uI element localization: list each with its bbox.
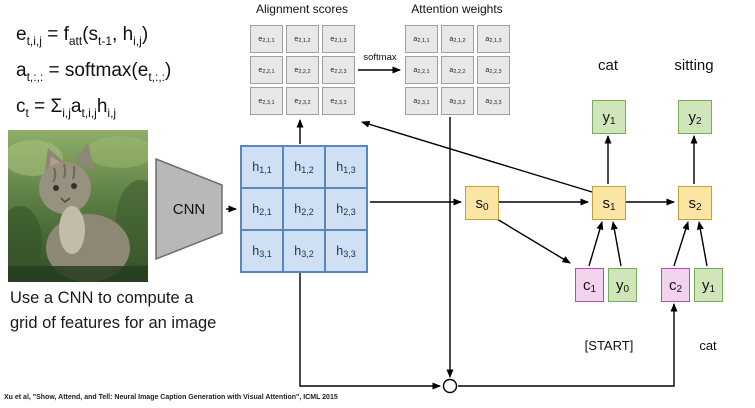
output-y2-label: y (688, 108, 696, 126)
input-word-2-label: cat (699, 338, 717, 353)
cnn-trapezoid (155, 157, 223, 261)
citation-text: Xu et al, "Show, Attend, and Tell: Neura… (4, 394, 338, 401)
input-y0-label: y (615, 276, 624, 294)
arrow-y0-to-s1 (610, 221, 622, 267)
start-token-label: [START] (584, 338, 634, 353)
arrow-s1-to-alignment (361, 120, 593, 193)
context-c1-label: c (582, 276, 591, 294)
equation-context: ct = Σi,jat,i,jhi,j (16, 95, 117, 120)
input-y1-label: y (701, 276, 710, 294)
state-s2-label: s (688, 194, 696, 212)
arrow-y1in-to-s2 (696, 221, 708, 267)
weighted-sum-node (442, 378, 458, 394)
equation-softmax: at,:,: = softmax(et,:,:) (16, 59, 172, 84)
caption-text: Use a CNN to compute a grid of features … (10, 286, 216, 336)
arrow-c2-to-s2 (673, 221, 690, 267)
output-y1-label: y (602, 108, 610, 126)
cat-photo-illustration (0, 130, 164, 282)
cat-photo (0, 130, 164, 282)
arrow-features-to-sum (299, 273, 441, 390)
attention-weights-title: Attention weights (411, 2, 503, 16)
arrow-c1-to-s1 (588, 221, 604, 267)
equations-block: et,i,j = fatt(st-1, hi,j) at,:,: = softm… (16, 20, 171, 127)
state-s0-label: s (475, 194, 483, 212)
predicted-word-1: cat (597, 57, 618, 74)
cnn-label: CNN (172, 200, 206, 218)
context-c2-label: c (668, 276, 677, 294)
arrow-s0-to-c1 (496, 218, 571, 264)
state-s1-label: s (602, 194, 610, 212)
equation-alignment: et,i,j = fatt(st-1, hi,j) (16, 24, 149, 48)
caption-line-1: Use a CNN to compute a (10, 289, 194, 307)
predicted-word-2: sitting (674, 57, 714, 74)
caption-line-2: grid of features for an image (10, 314, 217, 332)
alignment-scores-title: Alignment scores (255, 2, 349, 16)
softmax-label: softmax (363, 52, 397, 63)
cnn-block: CNN (155, 157, 223, 261)
